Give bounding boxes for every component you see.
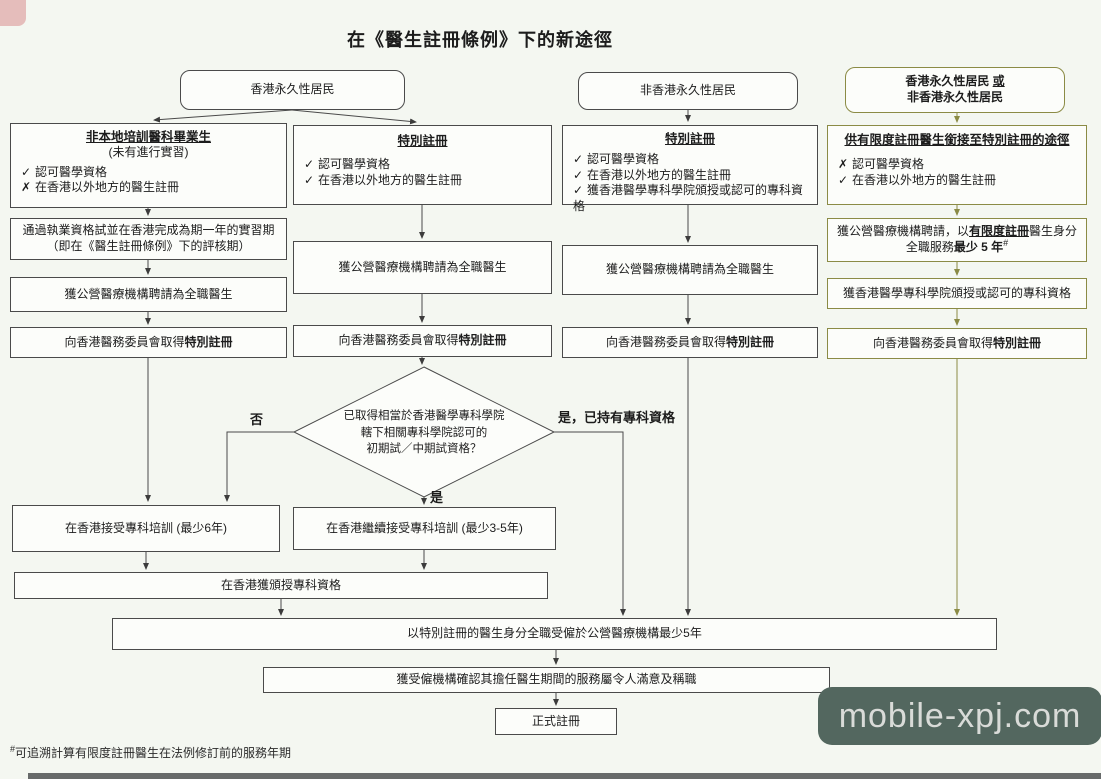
box-specialist-training-3-5y: 在香港繼續接受專科培訓 (最少3-5年): [293, 507, 556, 550]
diamond-line: 已取得相當於香港醫學專科學院: [343, 409, 505, 422]
box-line: 獲公營醫療機構聘請，以有限度註冊醫生身分: [836, 224, 1078, 239]
branch-label-no: 否: [250, 412, 264, 427]
box-line: 在香港接受專科培訓 (最少6年): [64, 520, 227, 535]
bottom-edge-artifact: [28, 773, 1101, 779]
header-line1: 香港永久性居民 或: [905, 74, 1005, 89]
decision-diamond: [292, 366, 556, 498]
criteria-list: ✓認可醫學資格 ✓在香港以外地方的醫生註冊 ✓獲香港醫學專科學院頒授或認可的專科…: [567, 152, 813, 214]
box-academy-qualification-col4: 獲香港醫學專科學院頒授或認可的專科資格: [827, 278, 1087, 309]
criteria-list: ✓認可醫學資格 ✓在香港以外地方的醫生註冊: [298, 157, 462, 188]
criteria-item: ✓認可醫學資格: [304, 157, 391, 172]
box-line: 獲公營醫療機構聘請為全職醫生: [338, 259, 507, 274]
box-employed-5-years: 以特別註冊的醫生身分全職受僱於公營醫療機構最少5年: [112, 618, 997, 650]
watermark-text: mobile-xpj.com: [838, 696, 1082, 735]
criteria-item: ✓在香港以外地方的醫生註冊: [573, 167, 732, 182]
box-line: 獲受僱機構確認其擔任醫生期間的服務屬令人滿意及稱職: [396, 672, 697, 687]
criteria-list: ✓認可醫學資格 ✗在香港以外地方的醫生註冊: [15, 165, 179, 196]
box-full-registration: 正式註冊: [495, 708, 617, 735]
criteria-item: ✓認可醫學資格: [21, 164, 108, 179]
box-limited-registration-service: 獲公營醫療機構聘請，以有限度註冊醫生身分 全職服務最少 5 年#: [827, 218, 1087, 262]
header-label: 非香港永久性居民: [639, 83, 736, 98]
footnote: #可追溯計算有限度註冊醫生在法例修訂前的服務年期: [10, 744, 291, 761]
criteria-item: ✓認可醫學資格: [573, 152, 660, 167]
box-employed-public-col3: 獲公營醫療機構聘請為全職醫生: [562, 245, 818, 295]
box-line: 向香港醫務委員會取得特別註冊: [872, 335, 1042, 350]
box-specialist-training-6y: 在香港接受專科培訓 (最少6年): [12, 505, 280, 552]
criteria-item: ✓在香港以外地方的醫生註冊: [838, 172, 997, 187]
box-special-registration-col4: 向香港醫務委員會取得特別註冊: [827, 328, 1087, 359]
box-line: 在香港繼續接受專科培訓 (最少3-5年): [326, 520, 523, 535]
watermark-badge: mobile-xpj.com: [818, 687, 1101, 745]
box-awarded-specialist-qualification: 在香港獲頒授專科資格: [14, 572, 548, 599]
branch-label-yes: 是: [430, 490, 444, 505]
decision-diamond-text: 已取得相當於香港醫學專科學院 轄下相關專科學院認可的 初期試／中期試資格？: [324, 394, 524, 472]
box-line: 全職服務最少 5 年#: [905, 238, 1009, 255]
box-employer-confirmation: 獲受僱機構確認其擔任醫生期間的服務屬令人滿意及稱職: [263, 667, 830, 693]
box-licensing-exam-internship: 通過執業資格試並在香港完成為期一年的實習期 （即在《醫生註冊條例》下的評核期）: [10, 218, 287, 260]
box-line: 獲香港醫學專科學院頒授或認可的專科資格: [842, 285, 1071, 300]
box-special-registration-col3: 向香港醫務委員會取得特別註冊: [562, 327, 818, 358]
diamond-line: 初期試／中期試資格？: [366, 443, 482, 456]
criteria-item: ✗認可醫學資格: [838, 157, 925, 172]
branch-label-yes-specialist: 是，已持有專科資格: [558, 410, 676, 425]
page-title: 在《醫生註冊條例》下的新途徑: [347, 30, 613, 50]
box-line: 通過執業資格試並在香港完成為期一年的實習期: [22, 223, 275, 238]
box-employed-public-col2: 獲公營醫療機構聘請為全職醫生: [293, 241, 552, 294]
footnote-text: 可追溯計算有限度註冊醫生在法例修訂前的服務年期: [15, 746, 292, 760]
header-hk-permanent-resident: 香港永久性居民: [180, 70, 405, 110]
box-special-registration-col1: 向香港醫務委員會取得特別註冊: [10, 327, 287, 358]
scan-artifact: [0, 0, 26, 26]
box-special-registration-col2: 向香港醫務委員會取得特別註冊: [293, 325, 552, 357]
box-heading: 特別註冊: [397, 134, 448, 148]
box-line: 向香港醫務委員會取得特別註冊: [605, 334, 775, 349]
footnote-marker: #: [10, 744, 16, 754]
box-line: 在香港獲頒授專科資格: [220, 577, 341, 592]
criteria-item: ✓在香港以外地方的醫生註冊: [304, 172, 463, 187]
box-line: 獲公營醫療機構聘請為全職醫生: [605, 262, 774, 277]
box-special-registration-path-col2: 特別註冊 ✓認可醫學資格 ✓在香港以外地方的醫生註冊: [293, 125, 552, 205]
box-employed-public-col1: 獲公營醫療機構聘請為全職醫生: [10, 277, 287, 312]
box-subheading: (未有進行實習): [108, 145, 189, 160]
box-line: 獲公營醫療機構聘請為全職醫生: [64, 286, 233, 301]
box-heading: 非本地培訓醫科畢業生: [85, 130, 211, 144]
criteria-list: ✗認可醫學資格 ✓在香港以外地方的醫生註冊: [832, 157, 996, 188]
box-heading: 特別註冊: [664, 132, 715, 146]
box-line: 向香港醫務委員會取得特別註冊: [64, 334, 233, 349]
box-limited-registration-bridge: 供有限度註冊醫生銜接至特別註冊的途徑 ✗認可醫學資格 ✓在香港以外地方的醫生註冊: [827, 125, 1087, 205]
header-non-hk-permanent-resident: 非香港永久性居民: [578, 72, 798, 110]
diamond-line: 轄下相關專科學院認可的: [360, 426, 488, 439]
box-line: 以特別註冊的醫生身分全職受僱於公營醫療機構最少5年: [407, 626, 702, 641]
header-either-resident: 香港永久性居民 或 非香港永久性居民: [845, 67, 1065, 113]
header-line2: 非香港永久性居民: [906, 90, 1003, 104]
criteria-item: ✗在香港以外地方的醫生註冊: [21, 180, 180, 195]
box-line: 正式註冊: [531, 713, 580, 728]
box-special-registration-path-col3: 特別註冊 ✓認可醫學資格 ✓在香港以外地方的醫生註冊 ✓獲香港醫學專科學院頒授或…: [562, 125, 818, 213]
box-nonlocal-graduates: 非本地培訓醫科畢業生 (未有進行實習) ✓認可醫學資格 ✗在香港以外地方的醫生註…: [10, 123, 287, 208]
header-label: 香港永久性居民: [250, 82, 335, 97]
box-line: 向香港醫務委員會取得特別註冊: [338, 333, 507, 348]
box-heading: 供有限度註冊醫生銜接至特別註冊的途徑: [844, 133, 1070, 147]
box-line: （即在《醫生註冊條例》下的評核期）: [46, 239, 251, 253]
criteria-item: ✓獲香港醫學專科學院頒授或認可的專科資格: [573, 183, 804, 214]
